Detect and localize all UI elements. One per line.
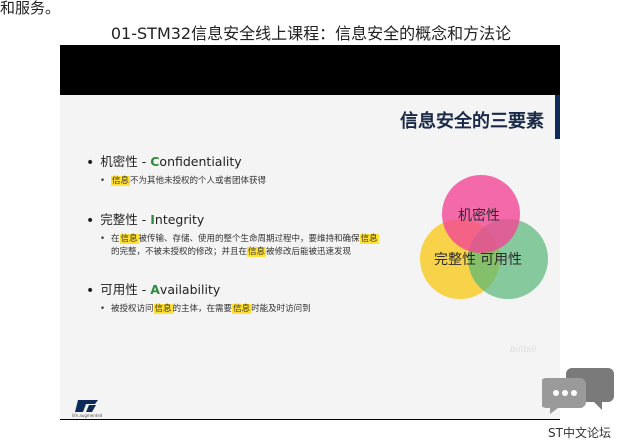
bullet-icon: • (100, 234, 106, 244)
watermark-text: ST中文论坛 (548, 426, 611, 440)
chat-bubble-icon (542, 368, 614, 414)
venn-label-integrity: 完整性 (434, 252, 476, 268)
sub-text: 被授权访问 (111, 304, 154, 314)
section-en-first: A (150, 282, 160, 297)
bullet-icon: • (86, 154, 95, 171)
st-logo-icon (75, 400, 98, 412)
section-availability: • 可用性 - Availability (86, 279, 220, 299)
section-cn: 完整性 - (100, 212, 151, 227)
venn-circle-confidentiality (442, 175, 520, 253)
video-caption: 01-STM32信息安全线上课程：信息安全的概念和方法论 (110, 24, 512, 43)
section-en-first: I (150, 212, 155, 227)
sub-availability: •被授权访问信息的主体，在需要信息时能及时访问到 (100, 303, 311, 316)
sub-text: 的完整，不被未授权的修改；并且在 (111, 247, 248, 257)
highlight: 信息 (119, 234, 139, 244)
sub-integrity: •在信息被传输、存储、使用的整个生命周期过程中，要维持和确保信息 的完整，不被未… (100, 233, 379, 259)
logo-text: life.augmented (72, 413, 103, 418)
video-player[interactable]: 信息安全的三要素 •机密性 - Confidentiality •信息不为其他未… (60, 45, 560, 420)
section-en-rest: onfidentiality (159, 154, 242, 169)
highlight: 信息 (359, 234, 379, 244)
highlight: 信息 (153, 304, 173, 314)
sub-text: 的主体，在需要 (172, 304, 233, 314)
section-en-rest: ntegrity (154, 212, 205, 227)
highlight: 信息 (111, 176, 131, 186)
slide: 信息安全的三要素 •机密性 - Confidentiality •信息不为其他未… (60, 95, 560, 419)
bullet-icon: • (86, 282, 95, 299)
sub-confidentiality: • 信息不为其他未授权的个人或者团体获得 (100, 175, 266, 188)
bullet-icon: • (100, 176, 106, 186)
bullet-icon: • (100, 304, 106, 314)
sub-text: 被传输、存储、使用的整个生命周期过程中，要维持和确保 (138, 234, 360, 244)
slide-title-bar (365, 95, 560, 139)
bullet-icon: • (86, 212, 95, 229)
bilibili-mark: bilibili (510, 345, 537, 355)
section-en-rest: vailability (159, 282, 221, 297)
highlight: 信息 (247, 247, 267, 257)
section-cn: 可用性 - (100, 282, 151, 297)
venn-label-confidentiality: 机密性 (458, 208, 500, 224)
sub-text: 在 (111, 234, 120, 244)
section-confidentiality: • 机密性 - Confidentiality (86, 151, 242, 171)
venn-label-availability: 可用性 (480, 252, 522, 268)
sub-text: 被修改后能被迅速发现 (266, 247, 352, 257)
sub-text: 不为其他未授权的个人或者团体获得 (130, 176, 267, 186)
section-cn: 机密性 - (100, 154, 151, 169)
section-integrity: • 完整性 - Integrity (86, 209, 204, 229)
top-text: 和服务。 (0, 0, 61, 17)
sub-text: 时能及时访问到 (251, 304, 311, 314)
section-en-first: C (150, 154, 160, 169)
slide-title: 信息安全的三要素 (400, 111, 544, 132)
highlight: 信息 (232, 304, 252, 314)
